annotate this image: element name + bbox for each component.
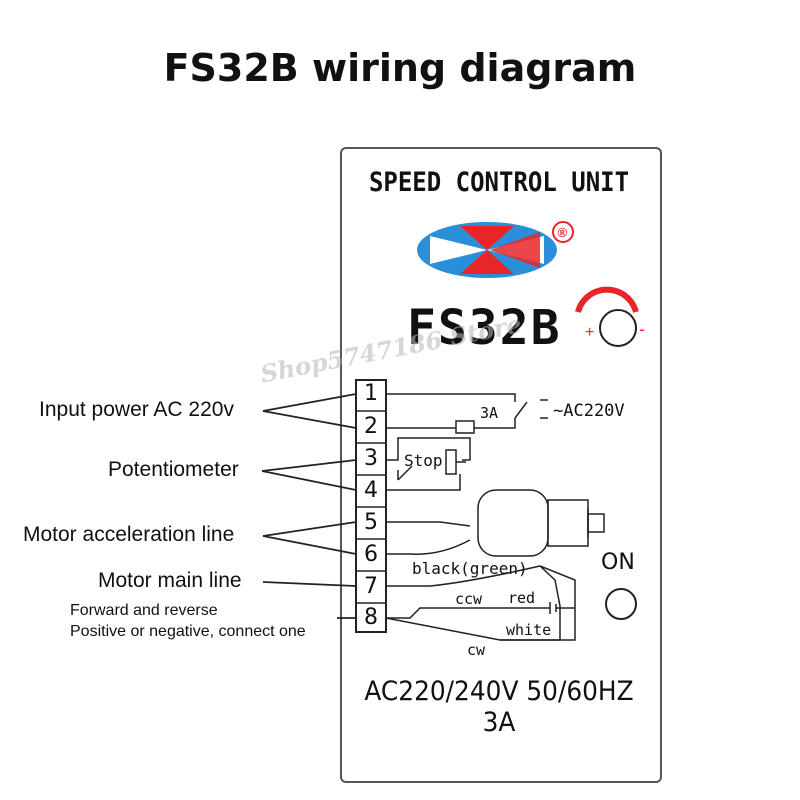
on-indicator <box>605 588 637 620</box>
terminal-block <box>355 379 387 633</box>
callout-input-power: Input power AC 220v <box>39 398 234 421</box>
registered-mark: ® <box>558 225 568 240</box>
rating-label: AC220/240V 50/60HZ 3A <box>364 676 634 738</box>
terminal-2: 2 <box>364 414 378 439</box>
terminal-3: 3 <box>364 446 378 471</box>
terminal-4: 4 <box>364 478 378 503</box>
callout-motor-main: Motor main line <box>98 569 242 592</box>
callout-motor-acceleration: Motor acceleration line <box>23 523 235 546</box>
model-label: FS32B <box>407 300 562 356</box>
terminal-6: 6 <box>364 542 378 567</box>
knob-minus-label: - <box>639 319 645 339</box>
callout-lines <box>261 393 357 619</box>
wire-white-label: white <box>506 621 552 639</box>
terminal-7: 7 <box>364 574 378 599</box>
callout-forward-reverse: Forward and reverse <box>70 602 218 619</box>
unit-title: SPEED CONTROL UNIT <box>368 166 630 198</box>
page-title: FS32B wiring diagram <box>163 46 637 90</box>
wire-red-label: red <box>508 589 536 607</box>
terminal-1: 1 <box>364 381 378 406</box>
cw-label: cw <box>467 641 486 659</box>
stop-label: Stop <box>404 451 443 470</box>
terminal-8: 8 <box>364 605 378 630</box>
ac-label: ~AC220V <box>553 401 625 421</box>
fuse-label: 3A <box>480 404 499 422</box>
internal-wiring <box>385 393 605 641</box>
speed-knob <box>575 286 639 347</box>
wire-black-label: black(green) <box>412 559 528 578</box>
terminal-5: 5 <box>364 510 378 535</box>
ccw-label: ccw <box>455 590 483 608</box>
knob-plus-label: + <box>585 324 594 341</box>
on-label: ON <box>601 550 635 575</box>
brand-logo <box>417 221 574 278</box>
callout-connect-one: Positive or negative, connect one <box>70 623 306 640</box>
callout-potentiometer: Potentiometer <box>108 458 239 481</box>
